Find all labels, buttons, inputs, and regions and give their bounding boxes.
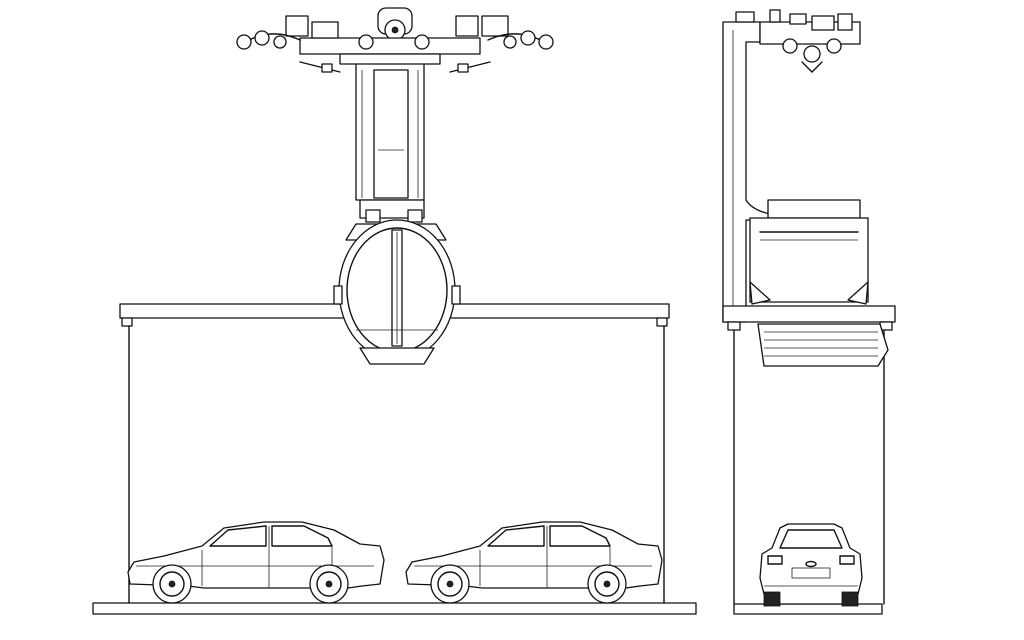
front-car-right [405,521,663,604]
front-car-left [127,521,385,604]
side-arm-beam [722,305,896,605]
side-elevation-view [722,9,896,615]
front-rotor-mechanism [236,7,554,73]
front-gondola-cabin [333,219,461,365]
side-ground-slab [733,603,883,615]
front-ground-slab [92,602,697,615]
side-car-rear [759,523,863,607]
side-rotor-mechanism [759,9,861,73]
front-elevation-view [92,7,697,615]
front-support-column [355,61,425,223]
side-gondola-cabin [749,199,889,367]
